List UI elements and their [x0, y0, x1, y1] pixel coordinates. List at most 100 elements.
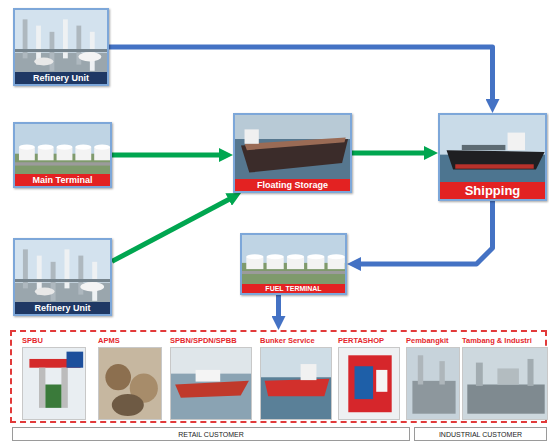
picture-shape — [15, 240, 112, 316]
picture-shape — [175, 381, 249, 398]
customer-item: Tambang & Industri — [462, 336, 548, 420]
picture-shape — [412, 381, 455, 414]
picture-shape — [57, 144, 73, 149]
picture-shape — [23, 249, 28, 288]
picture-shape — [15, 10, 109, 86]
picture-shape — [75, 144, 91, 149]
picture-shape — [35, 288, 55, 296]
picture-shape — [80, 282, 104, 291]
picture-shape — [355, 366, 374, 399]
picture-shape — [455, 164, 533, 168]
picture-shape — [242, 235, 347, 295]
group-label: INDUSTRIAL CUSTOMER — [439, 431, 522, 438]
item-label: APMS — [98, 336, 162, 345]
flow-arrow — [276, 295, 281, 323]
refinery-box: Refinery Unit — [13, 238, 112, 316]
item-picture-frame — [260, 347, 332, 420]
customer-item: APMS — [98, 336, 162, 420]
picture-shape — [242, 271, 347, 274]
customer-item: Bunker Service — [260, 336, 332, 420]
picture-shape — [476, 363, 483, 386]
picture-shape — [15, 283, 112, 316]
picture-shape — [15, 124, 112, 188]
flow-arrow — [109, 47, 493, 106]
illustration — [99, 348, 162, 420]
illustration — [171, 348, 252, 420]
item-picture-frame — [170, 347, 252, 420]
label-bar: Shipping — [440, 182, 545, 199]
illustration — [23, 348, 86, 420]
picture-shape — [407, 348, 460, 420]
picture-shape — [65, 249, 70, 288]
label-bar: Floating Storage — [235, 179, 350, 191]
picture-shape — [301, 364, 317, 380]
picture-shape — [447, 150, 545, 169]
picture-shape — [39, 368, 45, 408]
picture-shape — [418, 355, 423, 384]
picture-shape — [15, 279, 112, 282]
picture-shape — [339, 348, 400, 420]
picture-shape — [307, 254, 324, 259]
picture-shape — [61, 368, 67, 408]
picture-shape — [261, 348, 332, 377]
picture-shape — [15, 162, 112, 165]
group-label: RETAIL CUSTOMER — [178, 431, 244, 438]
picture-shape — [467, 385, 544, 414]
picture-shape — [348, 355, 391, 412]
picture-shape — [15, 53, 109, 86]
picture-shape — [528, 359, 534, 386]
picture-shape — [497, 368, 519, 384]
item-label: SPBU — [22, 336, 86, 345]
picture-shape — [196, 370, 221, 382]
label-bar: Main Terminal — [15, 174, 110, 186]
picture-shape — [34, 58, 53, 66]
picture-shape — [376, 370, 387, 392]
picture-shape — [261, 377, 332, 420]
item-label: Tambang & Industri — [462, 336, 548, 345]
picture-shape — [440, 115, 547, 155]
item-picture-frame — [98, 347, 162, 420]
customer-band: SPBU APMS SPBN/SPDN/SPBB Bunker Service PERT… — [10, 330, 547, 423]
label-bar: Refinery Unit — [15, 302, 110, 314]
picture-shape — [112, 394, 144, 416]
customer-item: Pembangkit — [406, 336, 460, 420]
customer-group-label: RETAIL CUSTOMER — [12, 427, 410, 441]
customer-item: SPBU — [22, 336, 86, 420]
flow-arrow — [112, 196, 235, 261]
item-picture-frame — [462, 347, 548, 420]
customer-item: SPBN/SPDN/SPBB — [170, 336, 252, 420]
picture-shape — [246, 254, 263, 259]
storage-box: Floating Storage — [233, 113, 352, 193]
picture-shape — [265, 379, 330, 397]
flow-arrow — [352, 151, 431, 156]
customer-group-label: INDUSTRIAL CUSTOMER — [414, 427, 547, 441]
label-bar: FUEL TERMINAL — [242, 284, 345, 293]
picture-shape — [462, 145, 506, 150]
illustration — [339, 348, 400, 420]
picture-shape — [45, 385, 61, 408]
illustration — [407, 348, 460, 420]
picture-shape — [94, 144, 110, 149]
picture-shape — [105, 364, 131, 390]
picture-shape — [23, 348, 86, 420]
flow-arrow — [354, 201, 493, 264]
item-picture-frame — [406, 347, 460, 420]
item-label: SPBN/SPDN/SPBB — [170, 336, 252, 345]
picture-shape — [63, 19, 68, 58]
picture-shape — [38, 144, 54, 149]
picture-shape — [267, 254, 284, 259]
picture-shape — [67, 352, 84, 368]
customer-item: PERTASHOP — [338, 336, 400, 420]
terminal-box: Main Terminal — [13, 122, 112, 188]
item-label: Bunker Service — [260, 336, 332, 345]
item-label: Pembangkit — [406, 336, 460, 345]
picture-shape — [78, 52, 101, 61]
picture-shape — [23, 19, 28, 58]
picture-shape — [287, 254, 304, 259]
picture-shape — [245, 129, 259, 143]
flow-arrow — [112, 153, 226, 158]
picture-shape — [439, 361, 444, 384]
picture-shape — [19, 144, 35, 149]
item-picture-frame — [338, 347, 400, 420]
